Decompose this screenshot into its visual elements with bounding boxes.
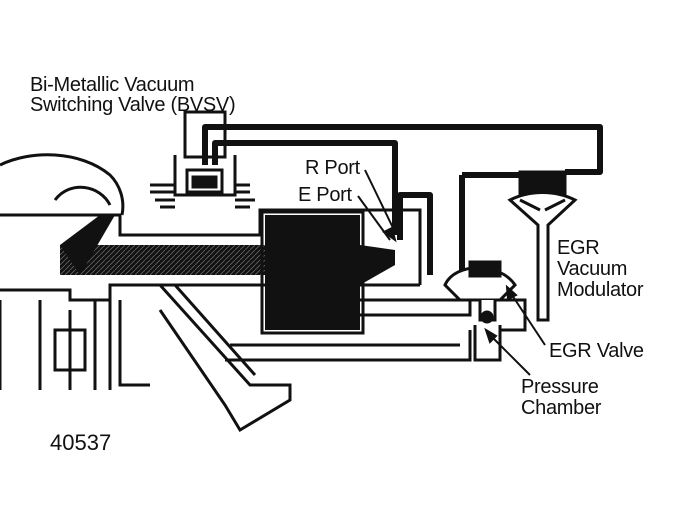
intake-manifold <box>60 210 472 335</box>
r-port-label: R Port <box>305 157 360 179</box>
bvsv-label-line1: Bi-Metallic Vacuum <box>30 74 195 96</box>
modulator-label-line3: Modulator <box>557 279 644 301</box>
vacuum-hoses <box>202 124 603 275</box>
modulator-label-line1: EGR <box>557 237 600 259</box>
egr-valve <box>443 260 517 362</box>
e-port-label: E Port <box>298 184 352 206</box>
pressure-chamber-label-line1: Pressure <box>521 376 599 398</box>
bvsv-label-line2: Switching Valve (BVSV) <box>30 94 236 116</box>
engine-block <box>0 153 472 433</box>
modulator-label-line2: Vacuum <box>557 258 628 280</box>
egr-valve-label: EGR Valve <box>549 340 644 362</box>
pressure-chamber-label-line2: Chamber <box>521 397 602 419</box>
figure-number: 40537 <box>50 430 112 455</box>
leader-arrows <box>357 169 546 376</box>
